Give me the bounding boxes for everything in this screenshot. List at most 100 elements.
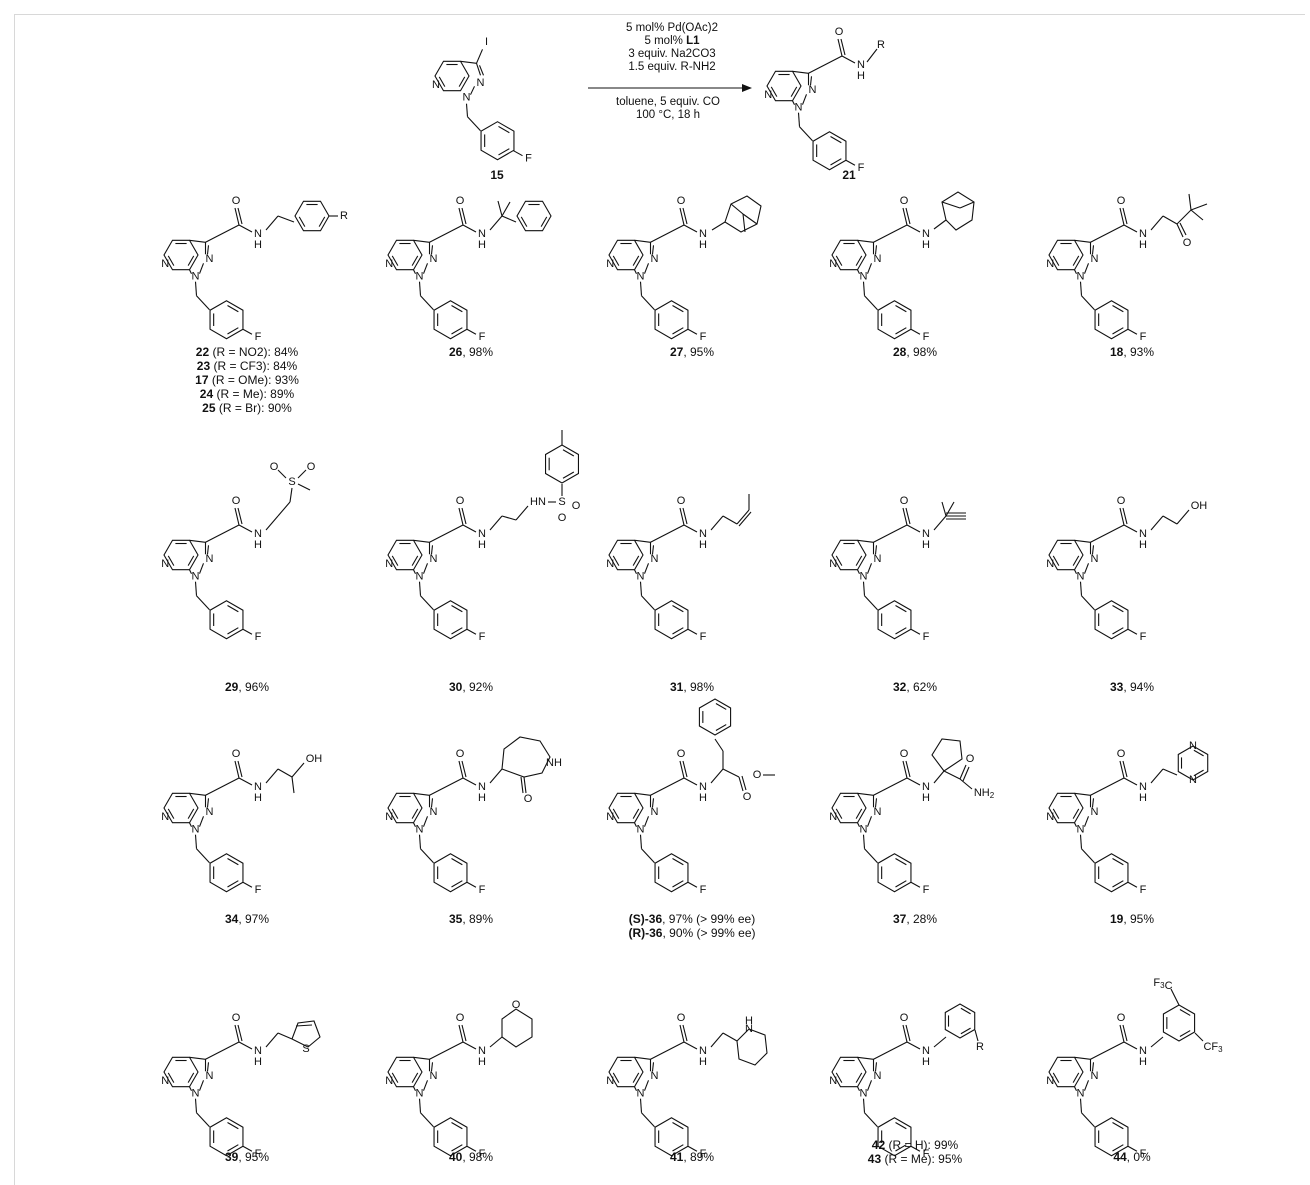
atom-label: F	[700, 884, 707, 896]
condition-catalyst: 5 mol% Pd(OAc)2	[625, 22, 719, 34]
label-42: 42 (R = H): 99%43 (R = Me): 95%	[868, 1138, 962, 1166]
atom-label: N	[922, 1045, 930, 1057]
atom-label: OH	[306, 753, 323, 765]
atom-label: N	[1091, 1070, 1099, 1082]
label-37: 37, 28%	[893, 912, 937, 926]
atom-label: N	[795, 102, 803, 114]
atom-label: F	[479, 884, 486, 896]
atom-label: H	[254, 792, 262, 804]
atom-label: N	[809, 84, 817, 96]
atom-label: N	[829, 1075, 837, 1087]
atom-label: H	[922, 1056, 930, 1068]
atom-label: N	[1046, 1075, 1054, 1087]
atom-label: N	[874, 253, 882, 265]
atom-label: S	[558, 496, 565, 508]
atom-label: H	[922, 239, 930, 251]
atom-label: F	[255, 631, 262, 643]
atom-label: F	[923, 331, 930, 343]
compound-label-line: 34, 97%	[224, 912, 270, 926]
label-26: 26, 98%	[449, 345, 493, 359]
compound-label-line: 24 (R = Me): 89%	[199, 387, 295, 401]
compound-label-line: 39, 95%	[224, 1150, 270, 1164]
atom-label: F	[700, 331, 707, 343]
atom-label: O	[307, 461, 316, 473]
atom-label: N	[922, 528, 930, 540]
atom-label: N	[206, 253, 214, 265]
atom-label: N	[651, 253, 659, 265]
atom-label: F	[923, 1148, 930, 1160]
atom-label: O	[677, 495, 686, 507]
label-36: (S)-36, 97% (> 99% ee)(R)-36, 90% (> 99%…	[628, 912, 755, 940]
atom-label: O	[753, 769, 762, 781]
atom-label: F	[525, 153, 532, 165]
compound-label-line: (S)-36, 97% (> 99% ee)	[628, 912, 756, 926]
atom-label: F	[923, 884, 930, 896]
atom-label: N	[254, 228, 262, 240]
atom-label: R	[340, 210, 348, 222]
atom-label: N	[1046, 811, 1054, 823]
atom-label: N	[432, 79, 440, 91]
atom-label: H	[478, 792, 486, 804]
atom-label: F	[255, 884, 262, 896]
atom-label: N	[1091, 553, 1099, 565]
atom-label: N	[416, 271, 424, 283]
compound-label-line: 32, 62%	[892, 680, 938, 694]
atom-label: H	[922, 792, 930, 804]
atom-label: F	[255, 331, 262, 343]
atom-label: O	[232, 495, 241, 507]
atom-label: N	[637, 824, 645, 836]
atom-label: N	[416, 824, 424, 836]
atom-label: N	[860, 1088, 868, 1100]
atom-label: N	[161, 258, 169, 270]
condition-base: 3 equiv. Na2CO3	[628, 48, 716, 60]
atom-label: F	[255, 1148, 262, 1160]
atom-label: O	[558, 512, 567, 524]
atom-label: N	[1139, 781, 1147, 793]
atom-label: CF3	[1203, 1041, 1223, 1054]
atom-label: O	[1117, 748, 1126, 760]
atom-label: O	[900, 495, 909, 507]
atom-label: N	[637, 571, 645, 583]
atom-label: O	[232, 748, 241, 760]
atom-label: O	[835, 26, 844, 38]
compound-label-line: 27, 95%	[669, 345, 715, 359]
atom-label: O	[1183, 237, 1192, 249]
atom-label: N	[651, 806, 659, 818]
atom-label: N	[385, 1075, 393, 1087]
atom-label: N	[1077, 824, 1085, 836]
atom-label: N	[745, 1023, 753, 1035]
label-41: 41, 89%	[670, 1150, 714, 1164]
label-40: 40, 98%	[449, 1150, 493, 1164]
atom-label: N	[192, 1088, 200, 1100]
atom-label: N	[206, 806, 214, 818]
condition-ligand: 5 mol% L1	[644, 35, 700, 47]
atom-label: N	[860, 271, 868, 283]
atom-label: F3C	[1153, 977, 1172, 992]
atom-label: N	[416, 571, 424, 583]
atom-label: H	[478, 539, 486, 551]
atom-label: N	[699, 528, 707, 540]
atom-label: O	[1117, 1012, 1126, 1024]
atom-label: N	[699, 1045, 707, 1057]
atom-label: O	[456, 1012, 465, 1024]
atom-label: F	[479, 331, 486, 343]
compound-label-line: 43 (R = Me): 95%	[867, 1152, 963, 1166]
atom-label: OH	[1191, 500, 1208, 512]
atom-label: O	[1117, 495, 1126, 507]
atom-label: N	[430, 553, 438, 565]
atom-label: N	[416, 1088, 424, 1100]
atom-label: F	[479, 1148, 486, 1160]
atom-label: H	[1139, 792, 1147, 804]
atom-label: F	[1140, 631, 1147, 643]
atom-label: O	[232, 195, 241, 207]
atom-label: N	[430, 806, 438, 818]
atom-label: N	[206, 1070, 214, 1082]
atom-label: N	[1077, 1088, 1085, 1100]
